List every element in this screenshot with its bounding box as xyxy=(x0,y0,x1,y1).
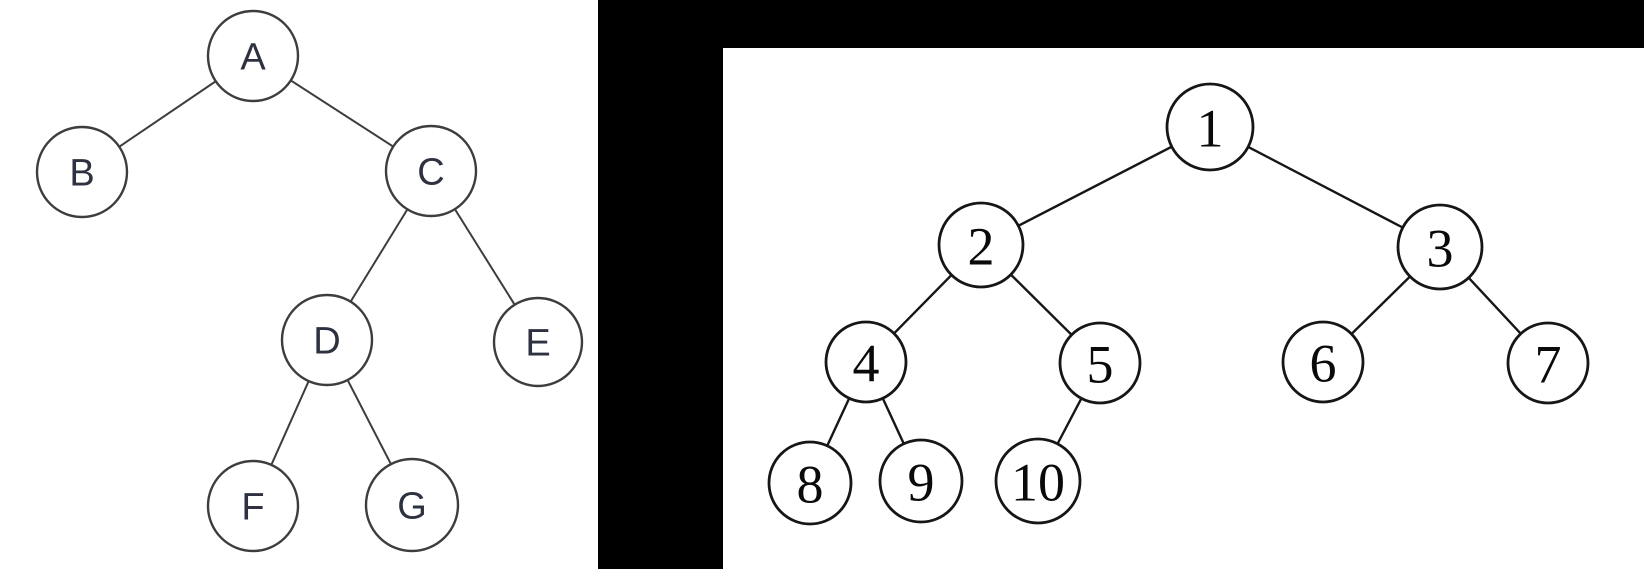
tree-node-label-D: D xyxy=(313,321,340,363)
tree-node-circle-3 xyxy=(1396,203,1484,291)
tree-node-label-7: 7 xyxy=(1535,334,1562,394)
tree-node-label-A: A xyxy=(240,37,266,79)
tree-node-circle-10 xyxy=(994,437,1082,525)
tree-node-label-E: E xyxy=(525,323,550,365)
tree-node-label-B: B xyxy=(69,153,94,195)
tree-node-label-2: 2 xyxy=(968,216,995,276)
tree-node-circle-G xyxy=(364,457,460,553)
tree-node-10: 10 xyxy=(994,437,1082,525)
tree-node-label-C: C xyxy=(417,152,444,194)
tree-node-label-4: 4 xyxy=(853,333,880,393)
tree-node-3: 3 xyxy=(1396,203,1484,291)
tree-node-G: G xyxy=(364,457,460,553)
letter-tree: A B C D E F G xyxy=(35,9,584,553)
tree-node-A: A xyxy=(206,9,300,103)
tree-node-circle-2 xyxy=(937,201,1025,289)
black-top-strip xyxy=(723,0,1644,48)
tree-node-D: D xyxy=(280,293,374,387)
tree-node-circle-8 xyxy=(767,440,853,526)
tree-node-circle-A xyxy=(206,9,300,103)
tree-node-C: C xyxy=(384,124,478,218)
tree-node-6: 6 xyxy=(1281,320,1365,404)
tree-node-7: 7 xyxy=(1506,321,1590,405)
tree-node-E: E xyxy=(492,296,584,388)
tree-node-label-9: 9 xyxy=(908,452,935,512)
tree-node-circle-F xyxy=(206,459,300,553)
tree-node-label-6: 6 xyxy=(1310,333,1337,393)
number-tree: 1 2 3 4 5 6 7 8 9 10 xyxy=(767,82,1590,526)
black-divider-band xyxy=(598,0,723,569)
tree-node-9: 9 xyxy=(878,438,964,524)
tree-node-label-8: 8 xyxy=(797,454,824,514)
tree-node-circle-5 xyxy=(1058,321,1142,405)
tree-node-circle-7 xyxy=(1506,321,1590,405)
tree-node-label-3: 3 xyxy=(1427,218,1454,278)
tree-node-circle-4 xyxy=(824,320,908,404)
tree-node-label-10: 10 xyxy=(1011,452,1065,512)
tree-node-5: 5 xyxy=(1058,321,1142,405)
tree-node-circle-E xyxy=(492,296,584,388)
tree-node-circle-6 xyxy=(1281,320,1365,404)
tree-node-label-G: G xyxy=(397,486,427,528)
tree-node-B: B xyxy=(35,125,129,219)
tree-node-4: 4 xyxy=(824,320,908,404)
tree-node-circle-C xyxy=(384,124,478,218)
tree-node-circle-9 xyxy=(878,438,964,524)
tree-node-F: F xyxy=(206,459,300,553)
tree-node-label-5: 5 xyxy=(1087,334,1114,394)
tree-node-2: 2 xyxy=(937,201,1025,289)
tree-node-circle-1 xyxy=(1165,82,1255,172)
tree-node-1: 1 xyxy=(1165,82,1255,172)
tree-node-circle-D xyxy=(280,293,374,387)
tree-node-label-1: 1 xyxy=(1197,98,1224,158)
tree-node-label-F: F xyxy=(241,487,264,529)
tree-node-8: 8 xyxy=(767,440,853,526)
tree-node-circle-B xyxy=(35,125,129,219)
